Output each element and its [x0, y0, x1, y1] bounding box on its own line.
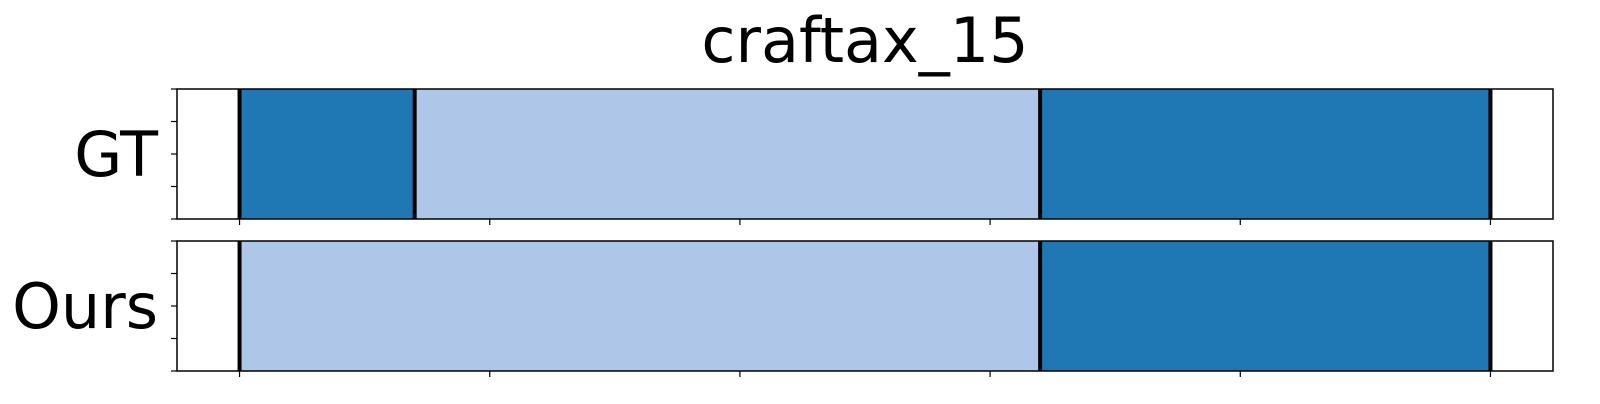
segment-dark	[239, 89, 415, 219]
segment-dark	[1040, 241, 1491, 371]
row-label: Ours	[12, 270, 158, 343]
row-ours: Ours	[12, 240, 1554, 377]
chart-title: craftax_15	[701, 4, 1028, 77]
row-gt: GT	[74, 88, 1554, 225]
segment-dark	[1040, 89, 1491, 219]
segment-light	[239, 241, 1041, 371]
segment-light	[414, 89, 1041, 219]
row-label: GT	[74, 118, 159, 191]
